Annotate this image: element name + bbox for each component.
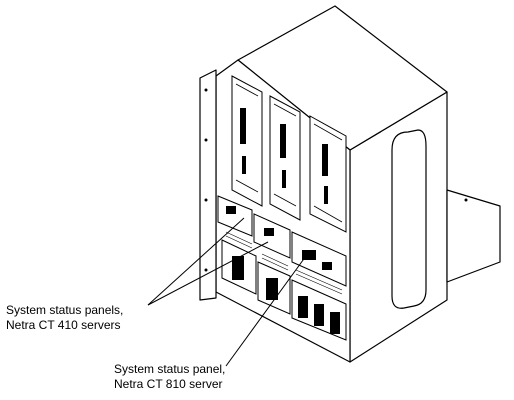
callout-810-panel: System status panel, Netra CT 810 server <box>114 362 225 392</box>
callout-810-line1: System status panel, <box>114 362 226 376</box>
leader-line-410-b <box>147 241 269 306</box>
server-blade-1 <box>231 75 263 207</box>
side-panel-window <box>391 129 427 309</box>
callout-410-panels: System status panels, Netra CT 410 serve… <box>6 303 123 333</box>
leader-line-410-a <box>147 217 245 306</box>
mounting-rail-left <box>199 69 217 301</box>
callout-410-line2: Netra CT 410 servers <box>6 318 121 332</box>
rail-holes <box>204 88 468 272</box>
status-panel-810 <box>291 231 347 287</box>
leader-line-810 <box>225 255 307 367</box>
callout-810-line2: Netra CT 810 server <box>114 377 223 391</box>
rear-bracket <box>446 189 501 283</box>
callout-410-line1: System status panels, <box>6 303 124 317</box>
